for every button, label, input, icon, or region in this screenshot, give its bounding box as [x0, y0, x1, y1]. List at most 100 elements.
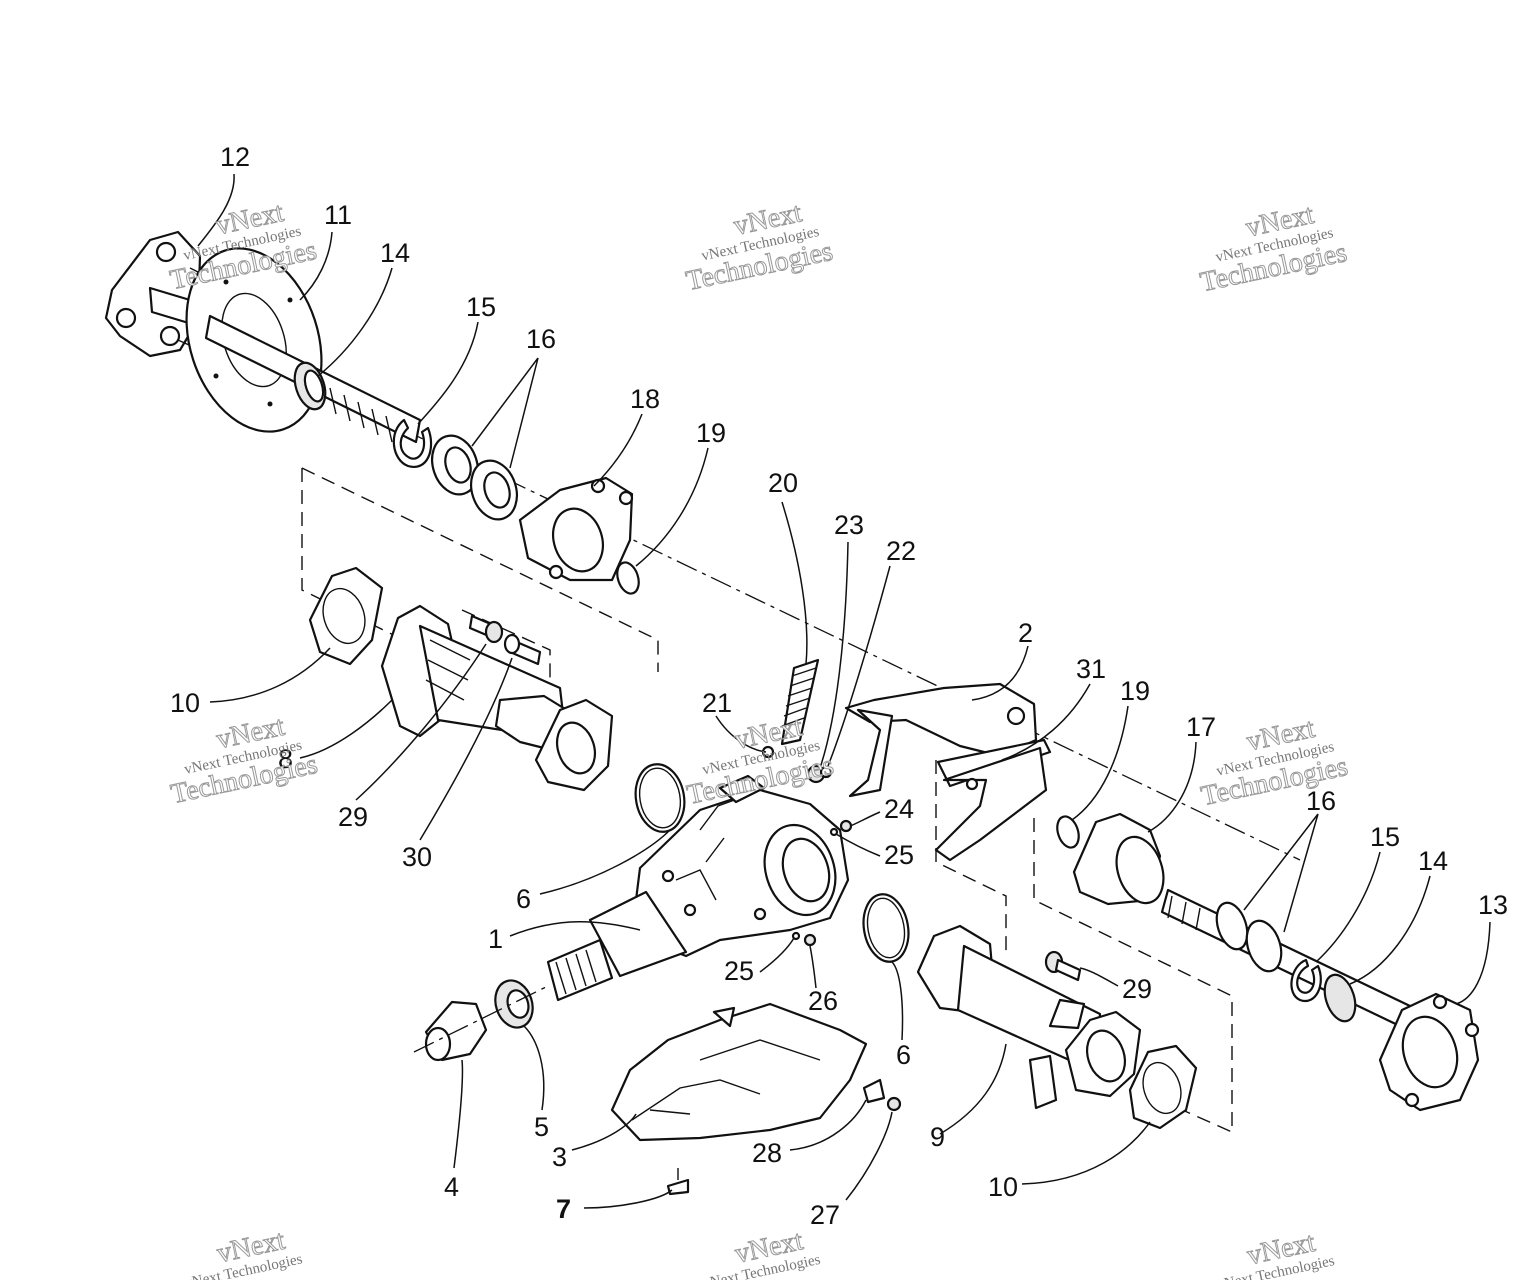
leader-26	[809, 945, 817, 989]
callout-6-upper: 6	[516, 884, 531, 914]
watermark-top-right: vNext vNext Technologies Technologies	[1197, 198, 1350, 298]
leader-15-right	[1315, 851, 1381, 963]
leader-5	[523, 1025, 545, 1111]
callout-10-left: 10	[170, 688, 200, 718]
leader-13	[1455, 921, 1491, 1005]
leader-19	[635, 447, 709, 567]
leader-10-left	[209, 647, 331, 703]
part-31-brace	[934, 738, 1052, 862]
callout-27: 27	[810, 1200, 840, 1230]
center-axis	[299, 379, 1301, 861]
part-19-snap-ring-right	[1056, 815, 1080, 849]
callout-19-left: 19	[696, 418, 726, 448]
leader-1	[509, 921, 641, 937]
part-6-o-ring-lower	[862, 893, 910, 963]
part-2-mounting-bracket	[844, 682, 1038, 798]
leader-29-left	[355, 643, 487, 801]
leader-27	[845, 1111, 893, 1201]
callout-14-left: 14	[380, 238, 410, 268]
callout-15-right: 15	[1370, 822, 1400, 852]
part-14-seal-right	[1323, 973, 1357, 1023]
part-17-bearing-housing	[1072, 812, 1165, 906]
leader-24	[849, 811, 881, 827]
part-29-bolt-left	[468, 614, 504, 644]
leader-19-right	[1071, 705, 1129, 821]
breather-tube	[718, 774, 766, 804]
callout-8: 8	[278, 744, 293, 774]
callout-25-lower: 25	[724, 956, 754, 986]
leader-16	[471, 357, 539, 469]
leader-11	[299, 231, 333, 301]
watermark-top-center: vNext vNext Technologies Technologies	[683, 197, 836, 298]
callout-22: 22	[886, 536, 916, 566]
part-26-nut	[803, 933, 817, 947]
callout-23: 23	[834, 510, 864, 540]
part-5-seal	[494, 979, 534, 1029]
leader-7	[583, 1189, 673, 1209]
part-8-flange	[534, 698, 614, 792]
part-25-washer-upper	[829, 827, 839, 837]
leader-25-upper	[835, 833, 881, 857]
leader-6-upper	[539, 829, 671, 895]
part-9-axle-housing-right	[916, 924, 1142, 1110]
callout-15-left: 15	[466, 292, 496, 322]
callout-29-right: 29	[1122, 974, 1152, 1004]
assembly-guide-right-lower	[1033, 818, 1233, 1134]
part-28-clip	[862, 1078, 886, 1104]
part-16-bearings-right	[1215, 901, 1283, 973]
leader-30	[419, 657, 513, 841]
watermark-mid-left: vNext vNext Technologies Technologies	[168, 710, 321, 810]
leader-9	[939, 1043, 1007, 1135]
leader-4	[453, 1059, 464, 1169]
callout-9: 9	[930, 1122, 945, 1152]
leader-22	[827, 565, 891, 767]
part-22-cap	[819, 765, 833, 779]
part-30-bolt	[503, 633, 542, 666]
leader-31	[1001, 683, 1091, 761]
callout-5: 5	[534, 1112, 549, 1142]
callout-16-right: 16	[1306, 786, 1336, 816]
part-10-gasket-left	[308, 566, 384, 666]
leader-15	[417, 321, 479, 425]
callout-16-left: 16	[526, 324, 556, 354]
part-19-snap-ring-left	[616, 561, 640, 595]
leader-20	[781, 501, 808, 665]
leader-12	[197, 173, 235, 247]
leader-29-right	[1079, 967, 1119, 987]
assembly-guide-left	[301, 467, 659, 672]
callout-10-right: 10	[988, 1172, 1018, 1202]
leader-10-right	[1021, 1121, 1151, 1185]
callout-18: 18	[630, 384, 660, 414]
callout-20: 20	[768, 468, 798, 498]
watermark-bottom-center: vNext vNext Technologies	[701, 1225, 822, 1280]
part-6-o-ring-upper	[634, 763, 686, 833]
callout-26: 26	[808, 986, 838, 1016]
part-14-seal-left	[293, 361, 327, 411]
part-27-bolt	[886, 1096, 902, 1112]
part-16-bearings-left	[431, 434, 518, 521]
callout-30: 30	[402, 842, 432, 872]
part-15-snap-ring-right	[1290, 958, 1322, 1003]
leader-6-lower	[891, 961, 904, 1041]
part-15-snap-ring-left	[392, 418, 433, 469]
leader-28	[789, 1099, 867, 1151]
callout-25-upper: 25	[884, 840, 914, 870]
callout-12: 12	[220, 142, 250, 172]
assembly-guide-right	[935, 760, 1007, 958]
part-10-gasket-right	[1128, 1044, 1198, 1130]
leader-14	[317, 267, 393, 377]
callout-11: 11	[324, 200, 352, 230]
callout-29-left: 29	[338, 802, 368, 832]
callout-14-right: 14	[1418, 846, 1448, 876]
part-20-breather-hose	[780, 658, 820, 746]
part-18-bearing-housing	[518, 476, 634, 582]
callout-1: 1	[488, 924, 503, 954]
callout-31: 31	[1076, 654, 1106, 684]
leader-8	[299, 699, 393, 759]
callout-2: 2	[1018, 618, 1033, 648]
callout-28: 28	[752, 1138, 782, 1168]
leader-25-lower	[759, 937, 795, 973]
callout-24: 24	[884, 794, 914, 824]
part-13-hub-flange	[1378, 992, 1480, 1112]
